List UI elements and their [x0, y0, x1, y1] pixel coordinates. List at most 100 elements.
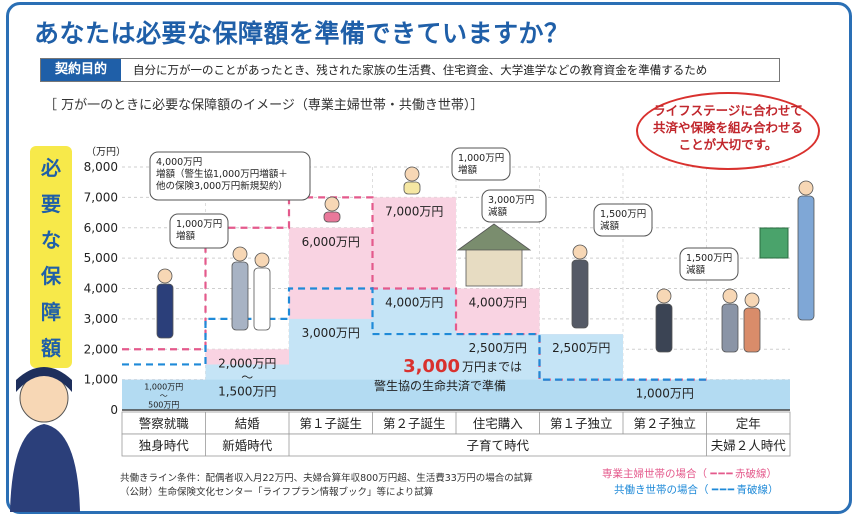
presenter-figure-head	[798, 180, 814, 196]
speech-bubble	[679, 247, 739, 281]
speech-bubble	[149, 151, 311, 201]
period-label: 独身時代	[139, 438, 190, 453]
period-label: 新婚時代	[222, 438, 273, 453]
bubble-text: 減額	[600, 220, 620, 232]
sub-value-label: 3,000万円	[302, 326, 360, 340]
col0-value-label: 1,000万円	[144, 383, 183, 392]
y-tick-label: 0	[110, 403, 118, 417]
category-label: 第２子独立	[633, 416, 696, 431]
baby2-figure-head	[404, 166, 420, 182]
side-char: 要	[41, 192, 61, 216]
legend-dualincome-label: 共働き世帯の場合（	[614, 484, 709, 496]
value-label: 2,500万円	[552, 341, 610, 355]
y-unit-label: （万円）	[86, 146, 126, 158]
bride-figure-head	[254, 252, 270, 268]
sub-value-label: 1,500万円	[218, 384, 276, 398]
bubble-text: 増額（警生協1,000万円増額＋	[156, 168, 288, 180]
center-note-suffix: 万円までは	[462, 360, 522, 374]
bubble-text: 4,000万円	[156, 157, 202, 168]
value-label: 2,000万円	[218, 356, 276, 370]
purpose-text: 自分に万が一のことがあったとき、残された家族の生活費、住宅資金、大学進学などの教…	[133, 63, 708, 77]
child2-figure-body	[655, 303, 673, 353]
sub-value-label: 2,500万円	[469, 341, 527, 355]
value-label: 1,000万円	[636, 387, 694, 401]
purpose-tag: 契約目的	[41, 59, 121, 81]
side-label: 必 要 な 保 障 額	[30, 146, 72, 368]
baby2-figure-body	[403, 181, 421, 195]
legend-dualincome-sample: 青破線）	[736, 484, 779, 496]
bubble-text: 1,500万円	[686, 253, 732, 264]
callout-bubble	[636, 92, 820, 170]
y-tick-label: 1,000	[84, 373, 118, 387]
bubble-text: 1,000万円	[176, 219, 222, 230]
value-label: 6,000万円	[302, 235, 360, 249]
value-label: 4,000万円	[469, 296, 527, 310]
category-label: 第２子誕生	[383, 416, 446, 431]
wife-figure-head	[744, 292, 760, 308]
center-note-line2: 警生協の生命共済で準備	[374, 378, 506, 393]
y-tick-label: 3,000	[84, 312, 118, 326]
footnote: 共働きライン条件：配偶者収入月22万円、夫婦合算年収800万円超、生活費33万円…	[120, 473, 533, 484]
sub-value-label: 〜	[241, 370, 253, 384]
officer-body	[10, 424, 80, 512]
speech-bubble	[451, 147, 511, 181]
bubble-text: 1,500万円	[600, 209, 646, 220]
husband-figure-body	[721, 303, 739, 353]
speech-bubble	[481, 189, 547, 223]
bubble-text: 増額	[458, 164, 478, 176]
sub-value-label: 4,000万円	[385, 296, 443, 310]
category-label: 第１子独立	[550, 416, 613, 431]
y-tick-label: 7,000	[84, 190, 118, 204]
legend-housewife: 専業主婦世帯の場合（ ━ ━ ━ 赤破線）	[602, 466, 777, 481]
bride-figure-body	[253, 267, 271, 331]
y-tick-label: 6,000	[84, 221, 118, 235]
speech-bubble	[169, 213, 229, 249]
chart-subtitle: ［ 万が一のときに必要な保障額のイメージ（専業主婦世帯・共働き世帯）］	[44, 98, 484, 113]
police-figure-body	[156, 283, 174, 339]
child1-figure-head	[572, 244, 588, 260]
footnote: （公財）生命保険文化センター「ライフプラン情報ブック」等により試算	[120, 487, 434, 498]
legend-housewife-dash: ━ ━ ━	[710, 468, 732, 480]
y-tick-label: 5,000	[84, 251, 118, 265]
officer-cap	[16, 367, 72, 392]
center-note-amount: 3,000	[403, 356, 460, 377]
period-label: 夫婦２人時代	[711, 438, 787, 453]
side-char: な	[41, 228, 61, 252]
purpose-row: 契約目的 自分に万が一のことがあったとき、残された家族の生活費、住宅資金、大学進…	[40, 58, 780, 82]
value-label: 7,000万円	[385, 204, 443, 218]
callout-text: ライフステージに合わせて共済や保険を組み合わせることが大切です。	[652, 103, 803, 152]
groom-figure-head	[232, 246, 248, 262]
child1-figure-body	[571, 259, 589, 329]
category-label: 結婚	[235, 416, 261, 431]
bubble-text: 3,000万円	[488, 195, 534, 206]
col0-value-label: 500万円	[148, 401, 179, 410]
house-roof	[456, 223, 532, 251]
y-tick-label: 8,000	[84, 160, 118, 174]
side-char: 必	[41, 156, 61, 180]
category-label: 第１子誕生	[299, 416, 362, 431]
legend-housewife-sample: 赤破線）	[734, 468, 777, 480]
bubble-text: 減額	[488, 206, 508, 218]
police-figure-head	[157, 268, 173, 284]
side-char: 障	[41, 300, 61, 324]
bubble-text: 他の保険3,000万円新規契約）	[156, 180, 288, 192]
category-label: 定年	[736, 416, 761, 431]
y-tick-label: 2,000	[84, 342, 118, 356]
legend-dualincome: 共働き世帯の場合（ ━ ━ ━ 青破線）	[614, 482, 778, 497]
baby-figure-body	[323, 211, 341, 223]
legend-dualincome-dash: ━ ━ ━	[711, 484, 734, 496]
side-char: 額	[41, 336, 61, 360]
y-tick-label: 4,000	[84, 282, 118, 296]
col0-value-label: 〜	[160, 392, 168, 401]
presenter-book	[759, 227, 789, 259]
coverage-band	[122, 379, 790, 410]
bubble-text: 増額	[176, 230, 196, 242]
groom-figure-body	[231, 261, 249, 331]
page-title: あなたは必要な保障額を準備できていますか？	[34, 19, 570, 48]
baby-figure-head	[324, 196, 340, 212]
legend-housewife-label: 専業主婦世帯の場合（	[602, 468, 707, 480]
husband-figure-head	[722, 288, 738, 304]
line-dualincome	[122, 287, 707, 381]
category-label: 住宅購入	[473, 416, 524, 431]
